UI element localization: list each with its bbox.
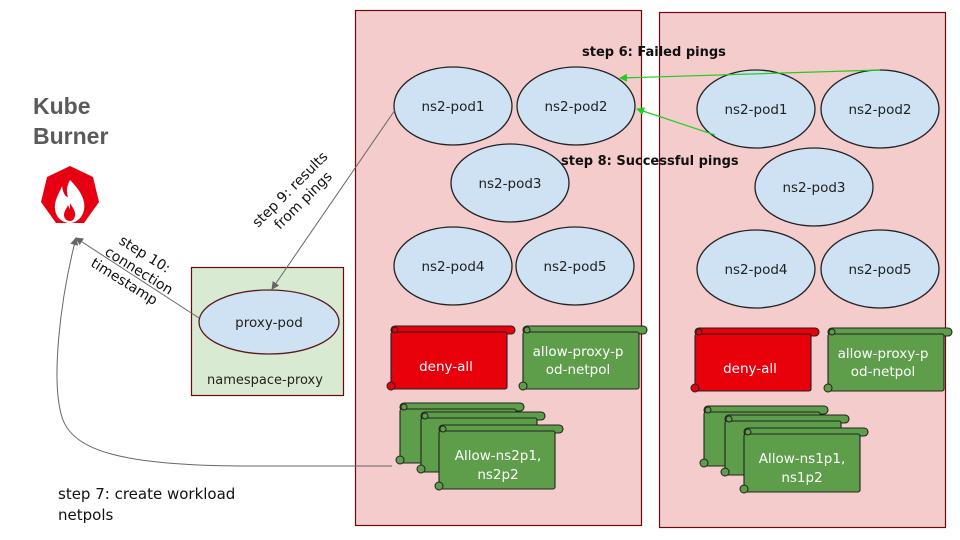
pod-label: ns2-pod2 — [544, 99, 607, 115]
pod-label: ns2-pod5 — [543, 259, 606, 275]
ns2-allow-proxy-policy-label-line2: od-netpol — [851, 364, 915, 380]
step7-label-line1: step 7: create workload — [58, 485, 235, 503]
pod-label: ns2-pod3 — [478, 176, 541, 192]
ns2-deny-policy-label: deny-all — [723, 361, 777, 377]
pod-label: ns2-pod2 — [848, 102, 911, 118]
ns1-pod-2[interactable]: ns2-pod2 — [516, 66, 636, 146]
ns2-allow-proxy-policy[interactable] — [823, 327, 953, 393]
ns2-deny-all-policy[interactable] — [690, 327, 820, 393]
ns1-pod-1[interactable]: ns2-pod1 — [393, 66, 513, 146]
ns1-allow-proxy-policy[interactable] — [518, 325, 648, 391]
pod-label: ns2-pod3 — [782, 180, 845, 196]
step8-label: step 8: Successful pings — [561, 154, 739, 169]
step9-results-arrow — [271, 109, 396, 290]
step7-label-line2: netpols — [58, 506, 113, 524]
step9-label: step 9: results from pings — [250, 149, 336, 233]
pod-label: ns2-pod4 — [421, 259, 484, 275]
ns2-pod-2[interactable]: ns2-pod2 — [820, 69, 940, 149]
ns2-pod-3[interactable]: ns2-pod3 — [754, 147, 874, 227]
ns2-allow-proxy-policy-label-line1: allow-proxy-p — [838, 346, 929, 362]
ns1-allow-proxy-policy-label-line1: allow-proxy-p — [533, 344, 624, 360]
pod-label: ns2-pod5 — [848, 262, 911, 278]
ns2-workload-policy-label-line1: Allow-ns1p1, — [759, 451, 846, 467]
pod-label: ns2-pod1 — [421, 99, 484, 115]
ns2-pod-4[interactable]: ns2-pod4 — [696, 229, 816, 309]
ns2-workload-policy-label-line2: ns1p2 — [781, 470, 822, 486]
brand-title-line1: Kube — [33, 93, 91, 119]
ns2-pod-1[interactable]: ns2-pod1 — [696, 69, 816, 149]
ns1-deny-policy-label: deny-all — [419, 359, 473, 375]
ns1-workload-policy-label-line2: ns2p2 — [477, 467, 518, 483]
proxy-pod[interactable]: proxy-pod — [198, 289, 340, 355]
step7-create-netpols-arrow — [56, 237, 392, 467]
ns1-workload-policy-label-line1: Allow-ns2p1, — [455, 448, 542, 464]
ns1-deny-all-policy[interactable] — [386, 325, 516, 391]
step6-label: step 6: Failed pings — [582, 45, 726, 60]
ns2-pod-5[interactable]: ns2-pod5 — [820, 229, 940, 309]
ns1-pod-3[interactable]: ns2-pod3 — [450, 143, 570, 223]
ns1-pod-4[interactable]: ns2-pod4 — [393, 226, 513, 306]
ns2-workload-policy[interactable] — [739, 427, 869, 494]
proxy-pod-label: proxy-pod — [235, 315, 303, 331]
pod-label: ns2-pod4 — [724, 262, 787, 278]
proxy-namespace-label: namespace-proxy — [207, 373, 323, 388]
step8-successful-ping-arrow — [636, 107, 716, 136]
ns1-workload-policy[interactable] — [434, 424, 564, 491]
pod-label: ns2-pod1 — [724, 102, 787, 118]
brand-title-line2: Burner — [33, 123, 108, 149]
ns1-pod-5[interactable]: ns2-pod5 — [515, 226, 635, 306]
step6-failed-ping-arrow — [619, 69, 881, 82]
kube-burner-flame-icon — [41, 166, 99, 223]
step10-label: step 10: connection timestamp — [88, 233, 176, 309]
step10-timestamp-arrow — [75, 237, 200, 319]
ns1-allow-proxy-policy-label-line2: od-netpol — [546, 362, 610, 378]
